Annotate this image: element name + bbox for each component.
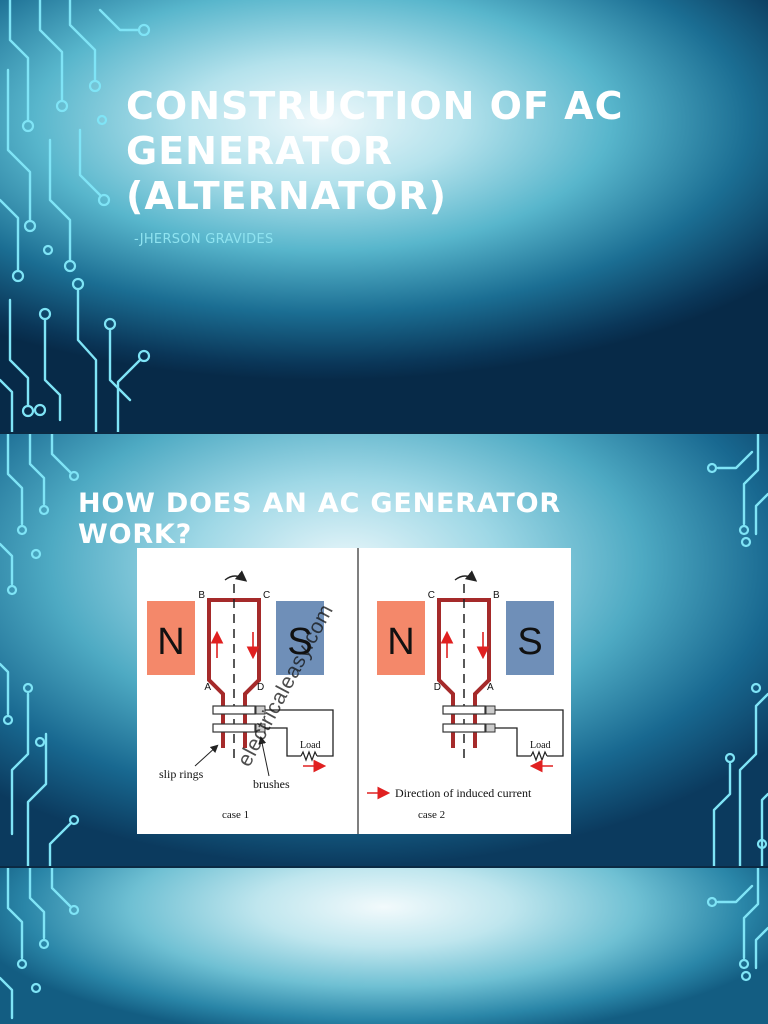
slide-1: CONSTRUCTION OF AC GENERATOR (ALTERNATOR… [0, 0, 768, 432]
load-label: Load [300, 740, 321, 751]
south-pole-magnet [506, 601, 554, 675]
external-circuit-wire-return [265, 727, 301, 757]
slip-rings-label: slip rings [159, 767, 204, 781]
circuit-decoration-right [706, 868, 768, 982]
slide-3 [0, 868, 768, 1024]
generator-diagram-svg: N S B C A D [147, 548, 564, 834]
slip-ring-lower [212, 723, 256, 733]
slip-ring-upper [442, 705, 486, 715]
brush-lower [485, 723, 496, 733]
rotation-arrow-icon [224, 570, 248, 582]
circuit-decoration-left [0, 434, 80, 866]
rotation-arrow-icon [454, 570, 478, 582]
brushes-label: brushes [253, 777, 290, 791]
north-pole-magnet [147, 601, 195, 675]
corner-label-bottom-right: D [257, 682, 264, 693]
south-pole-magnet [276, 601, 324, 675]
south-pole-label: S [287, 621, 312, 663]
north-pole-label: N [157, 621, 184, 663]
external-circuit-wire [265, 709, 334, 757]
north-pole-label: N [387, 621, 414, 663]
slide-background [0, 0, 768, 432]
corner-label-top-right: C [263, 590, 270, 601]
case-1-caption: case 1 [222, 809, 249, 821]
corner-label-top-left: B [198, 590, 205, 601]
north-pole-magnet [377, 601, 425, 675]
slip-ring-lower [442, 723, 486, 733]
generator-diagram: N S B C A D [137, 548, 571, 834]
legend-label: Direction of induced current [395, 786, 532, 800]
circuit-decoration-left [0, 868, 80, 1020]
circuit-decoration-right [706, 434, 768, 866]
case-1-diagram: N S B C A D [147, 570, 334, 821]
brush-upper [485, 705, 496, 715]
load-label: Load [530, 740, 551, 751]
slip-ring-upper [212, 705, 256, 715]
slide-title: HOW DOES AN AC GENERATOR WORK? [78, 488, 561, 550]
slip-rings-pointer [194, 744, 219, 767]
corner-label-top-right: B [493, 590, 500, 601]
load-resistor [530, 750, 548, 762]
south-pole-label: S [517, 621, 542, 663]
corner-label-bottom-left: A [204, 682, 211, 693]
case-2-caption: case 2 [418, 809, 445, 821]
brushes-pointer [258, 736, 270, 777]
corner-label-bottom-right: A [487, 682, 494, 693]
external-circuit-wire [495, 709, 564, 757]
corner-label-top-left: C [428, 590, 435, 601]
slide-title: CONSTRUCTION OF AC GENERATOR (ALTERNATOR… [126, 84, 624, 218]
slide-2: HOW DOES AN AC GENERATOR WORK? N S [0, 434, 768, 866]
external-circuit-wire-return [495, 727, 531, 757]
case-2-diagram: N S C B D A Load [367, 570, 564, 821]
slide-background [0, 868, 768, 1024]
load-resistor [300, 750, 318, 762]
circuit-decoration-left [0, 0, 151, 432]
slide-subtitle: -JHERSON GRAVIDES [134, 232, 274, 247]
corner-label-bottom-left: D [434, 682, 441, 693]
